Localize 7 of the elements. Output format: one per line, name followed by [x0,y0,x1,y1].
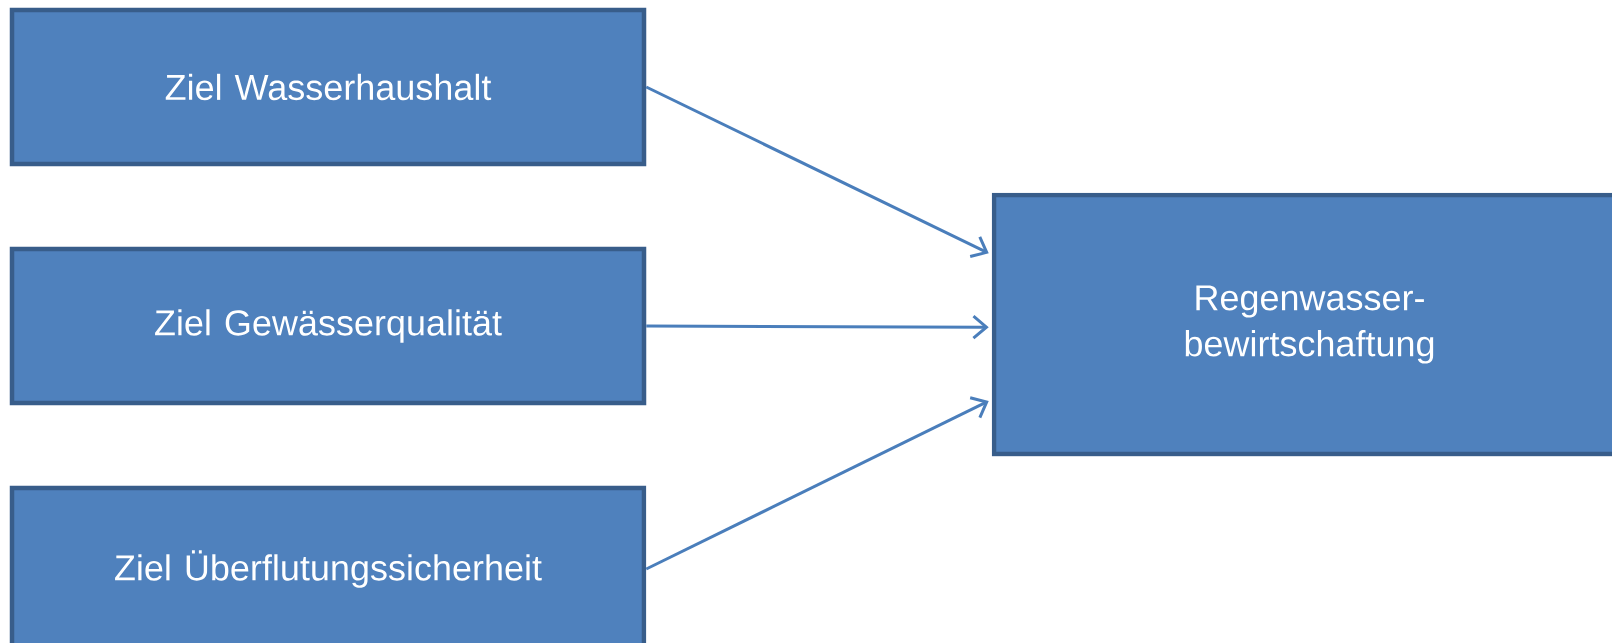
arrow [646,314,989,340]
arrow [645,396,989,571]
process-box: Ziel Überflutungssicherheit [9,485,647,643]
process-box: Regenwasser- bewirtschaftung [991,192,1612,457]
process-box: Ziel Wasserhaushalt [9,7,647,167]
arrow [645,85,989,258]
process-box: Ziel Gewässerqualität [9,246,647,406]
